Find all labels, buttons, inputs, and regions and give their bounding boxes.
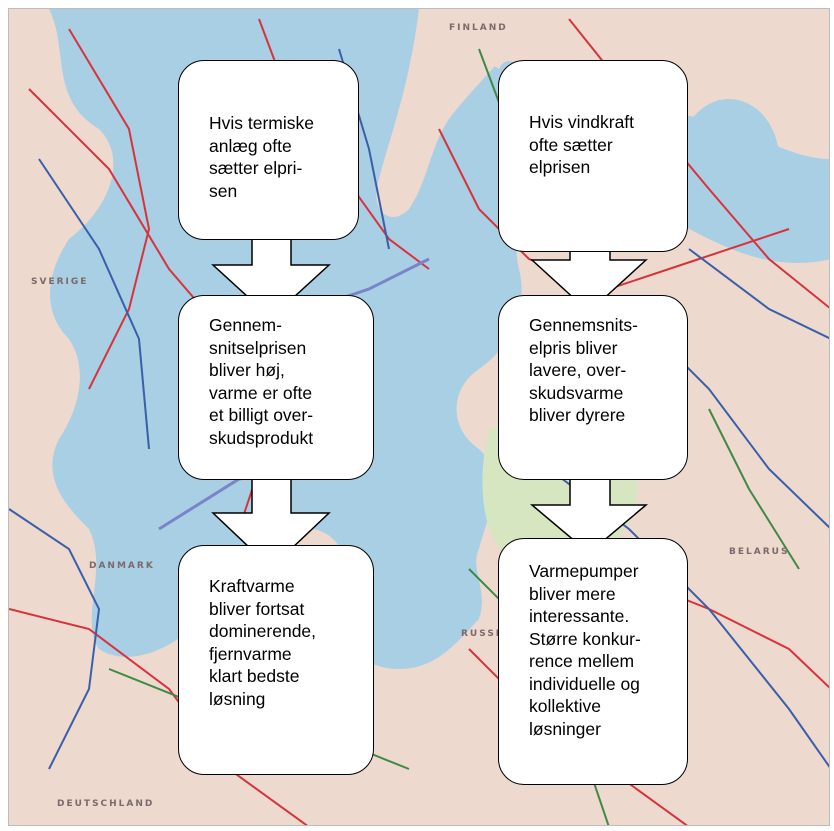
box-left-chp-dominant: Kraftvarme bliver fortsat dominerende, f…	[178, 545, 374, 775]
map-label-belarus: BELARUS	[729, 547, 790, 557]
map-label-danmark: DANMARK	[89, 561, 155, 571]
background-map: FINLAND SVERIGE DANMARK RUSSIA BELARUS D…	[8, 8, 830, 826]
box-left-thermal-condition: Hvis termiske anlæg ofte sætter elpri- s…	[178, 60, 359, 240]
box-left-high-avg-price: Gennem- snitselprisen bliver høj, varme …	[178, 295, 374, 480]
map-label-deutschland: DEUTSCHLAND	[57, 799, 155, 809]
map-label-finland: FINLAND	[449, 23, 508, 33]
box-right-lower-avg-price: Gennemsnits- elpris bliver lavere, over-…	[498, 295, 688, 480]
map-label-rossija: RUSSIA	[461, 629, 511, 639]
map-graphic	[9, 9, 829, 825]
map-label-sverige: SVERIGE	[31, 277, 89, 287]
box-right-wind-condition: Hvis vindkraft ofte sætter elprisen	[498, 60, 688, 252]
box-right-heat-pumps: Varmepumper bliver mere interessante. St…	[498, 538, 688, 785]
